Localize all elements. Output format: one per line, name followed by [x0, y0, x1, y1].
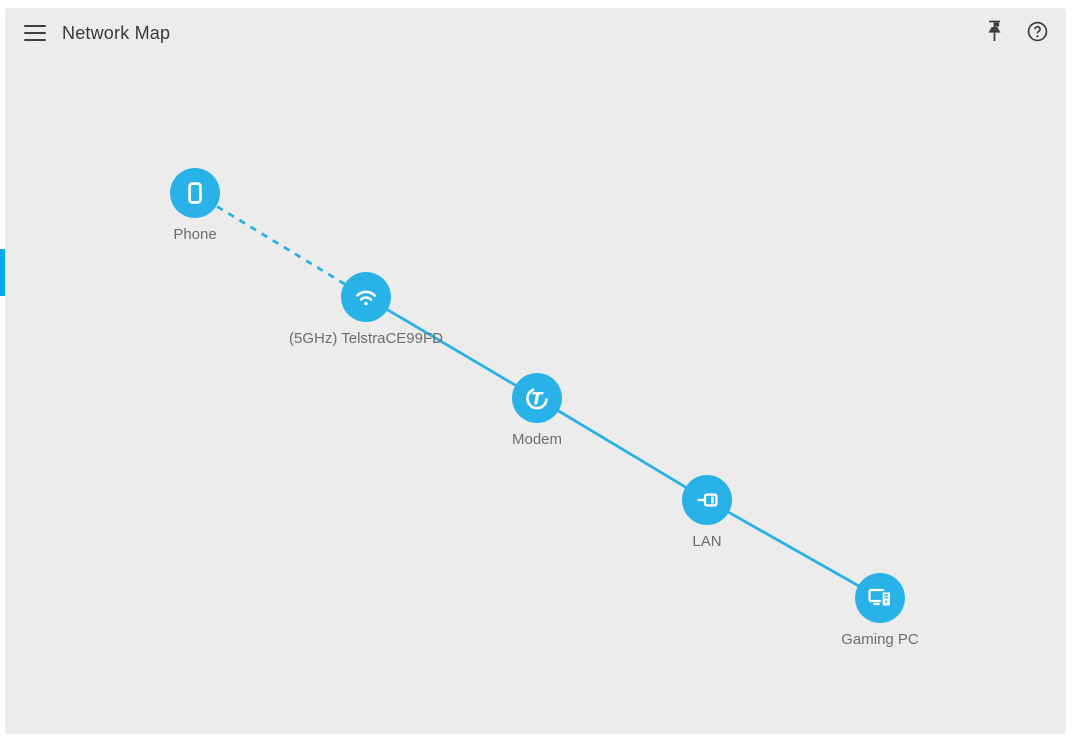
network-edges	[194, 191, 881, 600]
menu-button[interactable]	[24, 25, 46, 41]
ethernet-plug-icon	[693, 486, 721, 514]
edge-modem-to-lan	[536, 396, 708, 502]
node-label-gaming-pc: Gaming PC	[841, 631, 919, 648]
network-node-gaming-pc[interactable]	[855, 573, 905, 623]
smartphone-icon	[181, 179, 209, 207]
desktop-computer-icon	[865, 583, 895, 613]
network-node-lan[interactable]	[682, 475, 732, 525]
header-bar: Network Map	[5, 8, 1066, 58]
help-icon	[1026, 20, 1049, 46]
edge-wifi-5ghz-to-modem	[365, 295, 538, 400]
node-label-phone: Phone	[173, 226, 217, 243]
network-node-wifi-5ghz[interactable]	[341, 272, 391, 322]
side-drawer-handle[interactable]	[0, 249, 5, 296]
network-node-modem[interactable]: T	[512, 373, 562, 423]
network-node-phone[interactable]	[170, 168, 220, 218]
page-title: Network Map	[62, 22, 171, 43]
hamburger-icon	[24, 25, 46, 28]
node-label-modem: Modem	[511, 431, 563, 448]
network-map-panel: Network Map	[5, 8, 1066, 734]
node-label-wifi-5ghz: (5GHz) TelstraCE99FD	[289, 330, 443, 347]
edge-phone-to-wifi-5ghz	[194, 191, 367, 299]
telstra-logo-icon: T	[523, 384, 551, 412]
node-label-lan: LAN	[692, 533, 722, 550]
svg-text:T: T	[531, 390, 544, 409]
pin-icon	[983, 18, 1006, 48]
help-button[interactable]	[1024, 18, 1051, 48]
wifi-icon	[352, 283, 380, 311]
pin-button[interactable]	[981, 16, 1008, 50]
edge-lan-to-gaming-pc	[706, 498, 881, 600]
